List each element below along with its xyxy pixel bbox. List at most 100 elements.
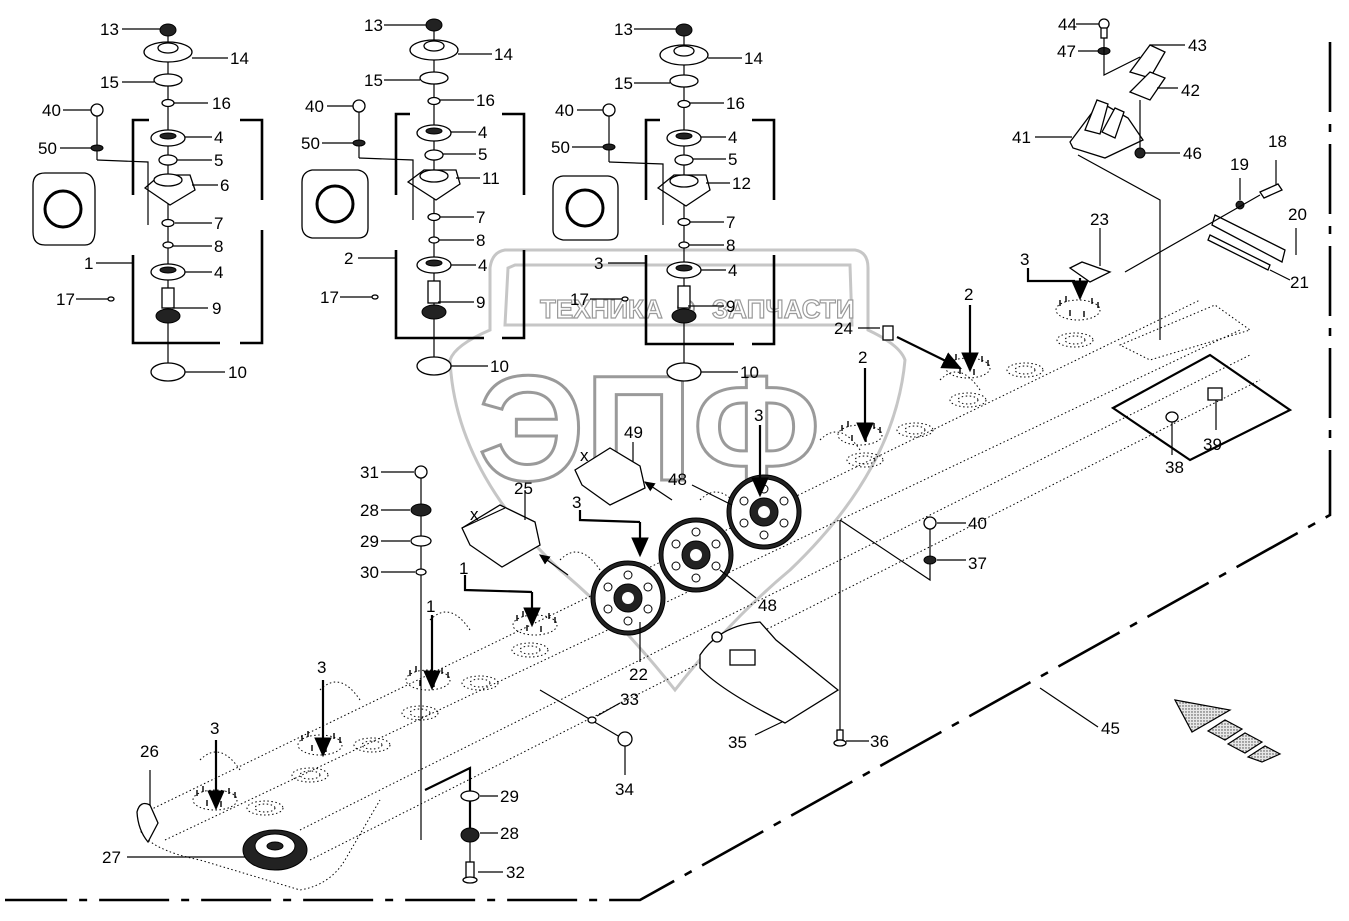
callout-4: 4 bbox=[214, 128, 223, 147]
gear-27 bbox=[242, 829, 308, 871]
callout-48: 48 bbox=[758, 596, 777, 615]
gear-48-upper bbox=[726, 474, 802, 550]
callout-16: 16 bbox=[212, 94, 231, 113]
travel-direction-arrow bbox=[1173, 699, 1282, 763]
callout-40: 40 bbox=[42, 101, 61, 120]
callout-40: 40 bbox=[968, 514, 987, 533]
centerline-frame: 45 bbox=[5, 42, 1332, 902]
callout-49: 49 bbox=[624, 423, 643, 442]
watermark-text-right: ЗАПЧАСТИ bbox=[712, 294, 855, 324]
bearing-assembly-group-1: 13 14 15 16 40 50 4 5 6 7 8 1 4 17 9 10 bbox=[32, 20, 264, 382]
x-marker: x bbox=[470, 505, 479, 524]
callout-15: 15 bbox=[364, 71, 383, 90]
callout-35: 35 bbox=[728, 733, 747, 752]
left-fasteners: 31 28 29 30 bbox=[360, 463, 432, 840]
callout-29: 29 bbox=[500, 787, 519, 806]
callout-40: 40 bbox=[555, 101, 574, 120]
callout-13: 13 bbox=[364, 16, 383, 35]
callout-1: 1 bbox=[459, 559, 468, 578]
callout-17: 17 bbox=[570, 290, 589, 309]
callout-1: 1 bbox=[426, 597, 435, 616]
callout-8: 8 bbox=[214, 237, 223, 256]
callout-12: 12 bbox=[732, 174, 751, 193]
callout-13: 13 bbox=[614, 20, 633, 39]
callout-25: 25 bbox=[514, 479, 533, 498]
callout-17: 17 bbox=[320, 288, 339, 307]
left-end-parts: 3 3 26 27 29 28 32 bbox=[102, 658, 525, 884]
callout-11: 11 bbox=[482, 169, 500, 188]
callout-21: 21 bbox=[1290, 273, 1309, 292]
callout-20: 20 bbox=[1288, 205, 1307, 224]
callout-3: 3 bbox=[1020, 250, 1029, 269]
right-fasteners-40-37: 40 37 bbox=[839, 514, 987, 730]
callout-40: 40 bbox=[305, 97, 324, 116]
callout-17: 17 bbox=[56, 290, 75, 309]
callout-24: 24 bbox=[834, 319, 853, 338]
callout-6: 6 bbox=[220, 176, 229, 195]
callout-7: 7 bbox=[214, 214, 223, 233]
callout-31: 31 bbox=[360, 463, 379, 482]
callout-50: 50 bbox=[38, 139, 57, 158]
callout-9: 9 bbox=[476, 293, 485, 312]
callout-44: 44 bbox=[1058, 15, 1077, 34]
callout-5: 5 bbox=[478, 145, 487, 164]
callout-3: 3 bbox=[572, 493, 581, 512]
bearing-assembly-group-2: 13 14 15 16 40 50 4 5 11 7 8 2 4 17 9 10 bbox=[301, 16, 526, 376]
callout-16: 16 bbox=[476, 91, 495, 110]
cover-plate-35: 35 36 bbox=[699, 621, 889, 752]
callout-45: 45 bbox=[1101, 719, 1120, 738]
callout-19: 19 bbox=[1230, 155, 1249, 174]
callout-14: 14 bbox=[230, 49, 249, 68]
callout-42: 42 bbox=[1181, 81, 1200, 100]
callout-8: 8 bbox=[726, 236, 735, 255]
drain-plug-33-34: 33 34 bbox=[539, 689, 639, 799]
teeth-arrows-2-24: 24 2 2 bbox=[834, 285, 979, 443]
callout-27: 27 bbox=[102, 848, 121, 867]
callout-4: 4 bbox=[214, 263, 223, 282]
knife-guide-assembly: 19 18 20 21 bbox=[1124, 132, 1309, 292]
callout-15: 15 bbox=[100, 73, 119, 92]
callout-9: 9 bbox=[726, 297, 735, 316]
callout-43: 43 bbox=[1188, 36, 1207, 55]
callout-34: 34 bbox=[615, 780, 634, 799]
callout-3: 3 bbox=[594, 254, 603, 273]
callout-47: 47 bbox=[1057, 42, 1076, 61]
callout-3: 3 bbox=[317, 658, 326, 677]
callout-13: 13 bbox=[100, 20, 119, 39]
skid-26 bbox=[136, 802, 159, 844]
watermark-shield bbox=[448, 248, 907, 693]
callout-4: 4 bbox=[728, 128, 737, 147]
callout-32: 32 bbox=[506, 863, 525, 882]
callout-9: 9 bbox=[212, 299, 221, 318]
callout-33: 33 bbox=[620, 690, 639, 709]
callout-14: 14 bbox=[744, 49, 763, 68]
callout-3: 3 bbox=[210, 719, 219, 738]
callout-36: 36 bbox=[870, 732, 889, 751]
callout-50: 50 bbox=[551, 138, 570, 157]
callout-23: 23 bbox=[1090, 210, 1109, 229]
callout-46: 46 bbox=[1183, 144, 1202, 163]
callout-2: 2 bbox=[964, 285, 973, 304]
guards-25-49: 25 x 49 x 3 1 1 3 48 48 22 bbox=[423, 406, 777, 691]
gear-22 bbox=[590, 560, 666, 636]
bearing-assembly-group-3: 13 14 15 16 40 50 4 5 12 7 8 3 4 17 9 10 bbox=[551, 20, 776, 382]
gear-48-lower bbox=[658, 517, 734, 593]
callout-28: 28 bbox=[500, 824, 519, 843]
callout-16: 16 bbox=[726, 94, 745, 113]
callout-8: 8 bbox=[476, 231, 485, 250]
callout-1: 1 bbox=[84, 254, 93, 273]
callout-7: 7 bbox=[726, 213, 735, 232]
callout-2: 2 bbox=[858, 348, 867, 367]
callout-4: 4 bbox=[478, 123, 487, 142]
callout-10: 10 bbox=[740, 363, 759, 382]
callout-4: 4 bbox=[728, 261, 737, 280]
callout-37: 37 bbox=[968, 554, 987, 573]
callout-41: 41 bbox=[1012, 128, 1031, 147]
callout-7: 7 bbox=[476, 208, 485, 227]
callout-38: 38 bbox=[1165, 458, 1184, 477]
callout-50: 50 bbox=[301, 134, 320, 153]
callout-14: 14 bbox=[494, 45, 513, 64]
callout-22: 22 bbox=[629, 665, 648, 684]
callout-26: 26 bbox=[140, 742, 159, 761]
